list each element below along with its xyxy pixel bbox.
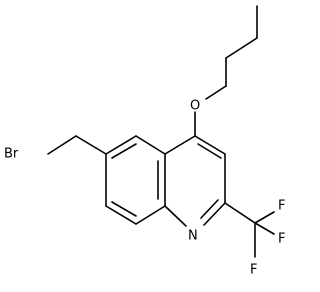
- bond-c4a-c4: [164, 135, 196, 155]
- nitrogen-label: N: [188, 229, 198, 244]
- bond-cf3-f2: [254, 222, 275, 235]
- oxygen-label: O: [190, 99, 200, 114]
- fluorine-label-1: F: [278, 199, 285, 214]
- bond-c2-cf3: [224, 202, 256, 224]
- bond-c8-c7-inner: [111, 201, 137, 217]
- bond-butyl-4: [205, 85, 227, 100]
- bond-c5-c4a: [135, 135, 166, 155]
- fluorine-label-2: F: [278, 232, 285, 247]
- bond-c2-n: [203, 202, 226, 226]
- chemical-structure: Br O N F F F: [4, 5, 285, 278]
- bond-c6-c5: [105, 135, 137, 155]
- bond-c8a-c8: [135, 205, 166, 225]
- fluorine-label-3: F: [250, 263, 257, 278]
- bond-c8-c7: [105, 205, 137, 225]
- bond-butyl-2: [225, 37, 258, 59]
- bond-c4-c3-inner: [197, 143, 222, 159]
- bond-c4-c3: [194, 135, 226, 155]
- bond-c6-c5-inner: [111, 143, 137, 159]
- bond-ch2-br: [47, 135, 77, 155]
- bromine-label: Br: [4, 147, 19, 162]
- bond-n-c8a: [164, 205, 187, 227]
- bond-cf3-f1: [254, 211, 275, 224]
- bond-c6-ch2: [75, 135, 107, 155]
- bond-c2-n-inner: [200, 199, 219, 219]
